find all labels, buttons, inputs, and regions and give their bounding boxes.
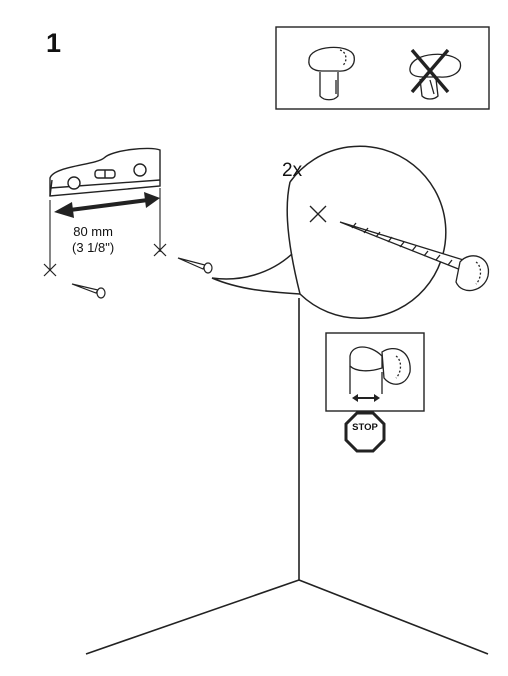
knob-guide-box xyxy=(275,26,490,110)
distance-box xyxy=(325,332,425,412)
spirit-level-icon xyxy=(49,147,161,197)
step-number: 1 xyxy=(46,28,62,58)
knob-distance-icon xyxy=(349,346,411,402)
wall-corner-icon xyxy=(85,298,489,655)
knob-correct-icon xyxy=(308,46,355,101)
measurement-arrow xyxy=(43,188,167,277)
large-screw-icon xyxy=(309,205,490,292)
measurement-imperial: (3 1/8") xyxy=(72,240,115,255)
screw-icon xyxy=(71,257,213,299)
stop-label: STOP xyxy=(352,422,378,433)
magnifier-bubble xyxy=(211,145,447,319)
measurement-label: 80 mm (3 1/8") xyxy=(72,224,114,256)
stop-sign-icon xyxy=(344,411,386,453)
knob-incorrect-icon xyxy=(409,48,462,100)
measurement-metric: 80 mm xyxy=(73,224,113,239)
quantity-label: 2x xyxy=(282,160,303,181)
